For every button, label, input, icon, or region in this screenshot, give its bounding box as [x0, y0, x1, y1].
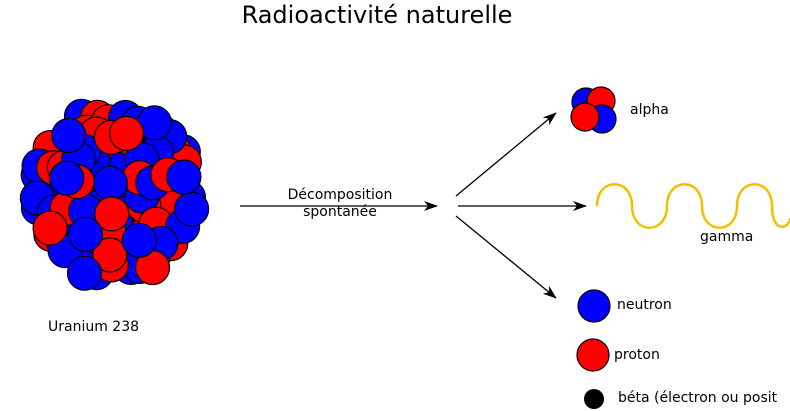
neutron-particle — [577, 289, 611, 323]
nucleus-proton — [94, 196, 130, 232]
gamma-label: gamma — [700, 229, 754, 245]
arrow-label-line2: spontanée — [303, 204, 377, 220]
alpha-proton — [570, 102, 600, 132]
nucleus-label: Uranium 238 — [48, 319, 140, 335]
alpha-particle — [570, 86, 617, 134]
nucleus-neutron — [49, 160, 85, 196]
diagram-title: Radioactivité naturelle — [241, 1, 513, 29]
nucleus-proton — [32, 210, 68, 246]
beta-label: béta (électron ou posit — [618, 390, 778, 406]
beta-particle — [584, 389, 604, 409]
alpha-arrow — [455, 112, 557, 197]
proton-label: proton — [614, 347, 660, 363]
nucleus-neutron — [174, 191, 210, 227]
nucleus-neutron — [51, 117, 87, 154]
alpha-label: alpha — [630, 102, 669, 118]
beta-arrow — [455, 215, 557, 299]
nucleus-neutron — [121, 222, 157, 258]
nucleus-neutron — [92, 165, 129, 201]
nucleus-neutron — [67, 216, 104, 252]
nucleus-proton — [108, 115, 145, 151]
arrow-label-line1: Décomposition — [287, 187, 393, 203]
nucleus-neutron — [66, 255, 103, 291]
uranium-nucleus — [19, 98, 210, 291]
nucleus-neutron — [166, 159, 202, 195]
gamma-wave — [595, 183, 790, 229]
proton-particle — [576, 338, 610, 372]
nucleus-proton — [92, 237, 128, 273]
neutron-label: neutron — [617, 297, 672, 313]
